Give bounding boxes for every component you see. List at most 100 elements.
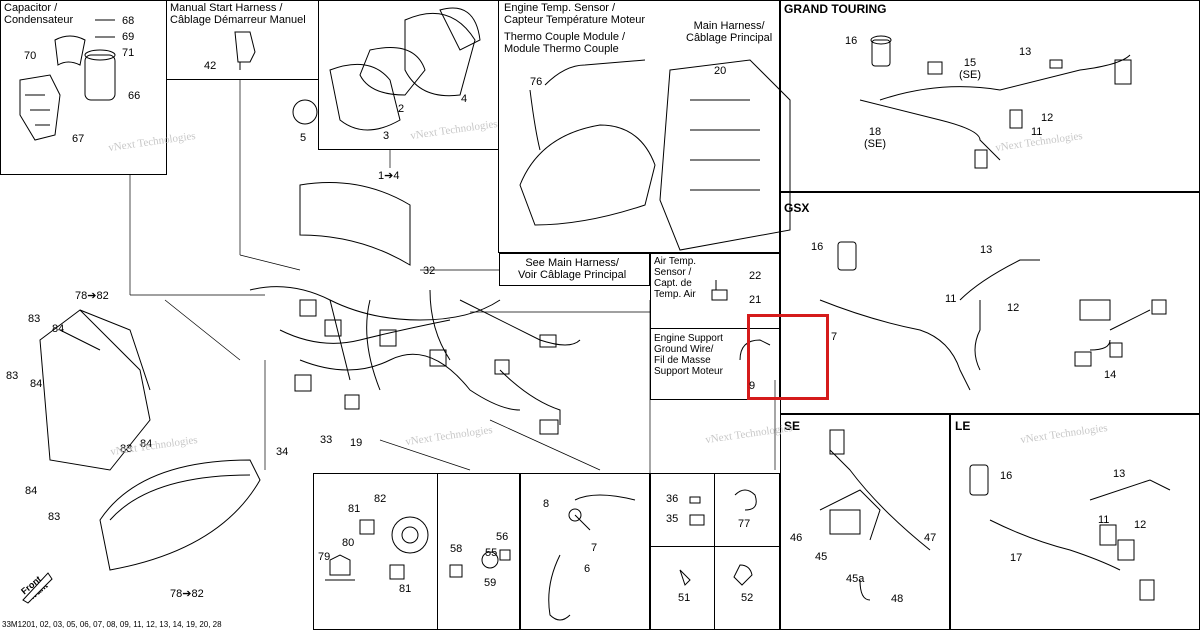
callout-number: 68 — [122, 15, 135, 27]
callout-number: 14 — [1104, 369, 1117, 381]
le-parts — [969, 464, 1171, 601]
part52-frame — [714, 546, 780, 630]
callout-number: 46 — [790, 532, 803, 544]
callout-number: 33 — [320, 434, 333, 446]
ground-wire — [739, 339, 771, 361]
callout-number: 34 — [276, 446, 289, 458]
callout-number: 7 — [591, 542, 598, 554]
callout-number: 84 — [30, 378, 43, 390]
callout-number: 16 — [811, 241, 824, 253]
callout-number: 59 — [484, 577, 497, 589]
callout-number: 9 — [749, 380, 756, 392]
callout-number: 83 — [48, 511, 61, 523]
le-frame — [950, 414, 1200, 630]
se-frame — [780, 414, 950, 630]
callout-number: 8 — [543, 498, 550, 510]
callout-number: 12 — [1007, 302, 1020, 314]
callout-number: 80 — [342, 537, 355, 549]
callout-number: 84 — [52, 323, 65, 335]
callout-number: 16 — [1000, 470, 1013, 482]
callout-number: 81 — [348, 503, 361, 515]
callout-number: 84 — [25, 485, 38, 497]
main-harness-label: Main Harness/ Câblage Principal — [686, 20, 773, 44]
headlight-housing — [39, 309, 261, 571]
callout-number: 12 — [1134, 519, 1147, 531]
callout-number: 78➔82 — [75, 290, 109, 302]
manual-start-label: Manual Start Harness / Câblage Démarreur… — [170, 2, 306, 26]
small-parts — [325, 489, 757, 621]
se-parts — [819, 429, 931, 601]
callout-number: 21 — [749, 294, 762, 306]
part51-frame — [650, 546, 715, 630]
callout-number: 83 — [6, 370, 19, 382]
callout-number: 2 — [398, 103, 405, 115]
engine-drawing — [519, 59, 791, 251]
callout-number: 67 — [72, 133, 85, 145]
figure-code: 33M1201, 02, 03, 05, 06, 07, 08, 09, 11,… — [2, 620, 222, 629]
callout-number: 83 — [28, 313, 41, 325]
callout-number: 22 — [749, 270, 762, 282]
callout-number: 4 — [461, 93, 468, 105]
callout-number: 82 — [374, 493, 387, 505]
grand-touring-title: GRAND TOURING — [784, 2, 887, 16]
callout-number: 56 — [496, 531, 509, 543]
callout-number: 5 — [300, 132, 307, 144]
gsx-frame — [780, 192, 1200, 414]
callout-number: 11 — [945, 293, 957, 305]
callout-number: 66 — [128, 90, 141, 102]
callout-number: 76 — [530, 76, 543, 88]
callout-number: 79 — [318, 551, 331, 563]
callout-number: 83 — [120, 443, 133, 455]
callout-number: 69 — [122, 31, 135, 43]
callout-number: 32 — [423, 265, 436, 277]
callout-number: 1➔4 — [378, 170, 400, 182]
gauge-cluster — [299, 182, 411, 266]
callout-number: 45 — [815, 551, 828, 563]
callout-number: 12 — [1041, 112, 1054, 124]
grand-touring-parts — [859, 35, 1132, 169]
callout-number: 77 — [738, 518, 751, 530]
callout-number: 19 — [350, 437, 363, 449]
callout-number: 47 — [924, 532, 937, 544]
callout-number: 17 — [1010, 552, 1023, 564]
callout-number: 16 — [845, 35, 858, 47]
engine-support-label: Engine Support Ground Wire/ Fil de Masse… — [654, 333, 723, 377]
cap77-frame — [714, 473, 780, 547]
callout-number: 35 — [666, 513, 679, 525]
manual-start-connector — [234, 31, 256, 70]
engine-temp-label: Engine Temp. Sensor / Capteur Températur… — [504, 2, 646, 26]
front-arrow-icon — [22, 572, 53, 604]
callout-number: 42 — [204, 60, 217, 72]
callout-number: 48 — [891, 593, 904, 605]
gauge-parts — [292, 7, 481, 131]
capacitor-parts — [19, 19, 116, 141]
gsx-title: GSX — [784, 201, 810, 215]
gsx-parts — [819, 241, 1167, 391]
callout-number: 15 (SE) — [959, 57, 981, 81]
callout-number: 52 — [741, 592, 754, 604]
callout-number: 13 — [1019, 46, 1032, 58]
callout-number: 3 — [383, 130, 390, 142]
air-temp-label: Air Temp. Sensor / Capt. de Temp. Air — [654, 256, 697, 300]
se-title: SE — [784, 419, 801, 433]
highlight-box — [747, 314, 829, 400]
callout-number: 11 — [1031, 126, 1043, 138]
engine-support-frame — [650, 328, 780, 400]
see-main-frame — [499, 253, 650, 286]
callout-number: 81 — [399, 583, 412, 595]
air-temp-sensor — [711, 280, 728, 301]
grand-touring-frame — [780, 0, 1200, 192]
callout-number: 51 — [678, 592, 691, 604]
callout-number: 70 — [24, 50, 37, 62]
callout-number: 11 — [1098, 514, 1110, 526]
callout-number: 13 — [980, 244, 993, 256]
callout-number: 45a — [846, 573, 865, 585]
callout-number: 7 — [831, 331, 838, 343]
callout-number: 18 (SE) — [864, 126, 886, 150]
see-main-label: See Main Harness/ Voir Câblage Principal — [518, 257, 627, 281]
thermo-couple-label: Thermo Couple Module / Module Thermo Cou… — [504, 31, 626, 55]
le-title: LE — [955, 419, 971, 433]
callout-number: 6 — [584, 563, 591, 575]
